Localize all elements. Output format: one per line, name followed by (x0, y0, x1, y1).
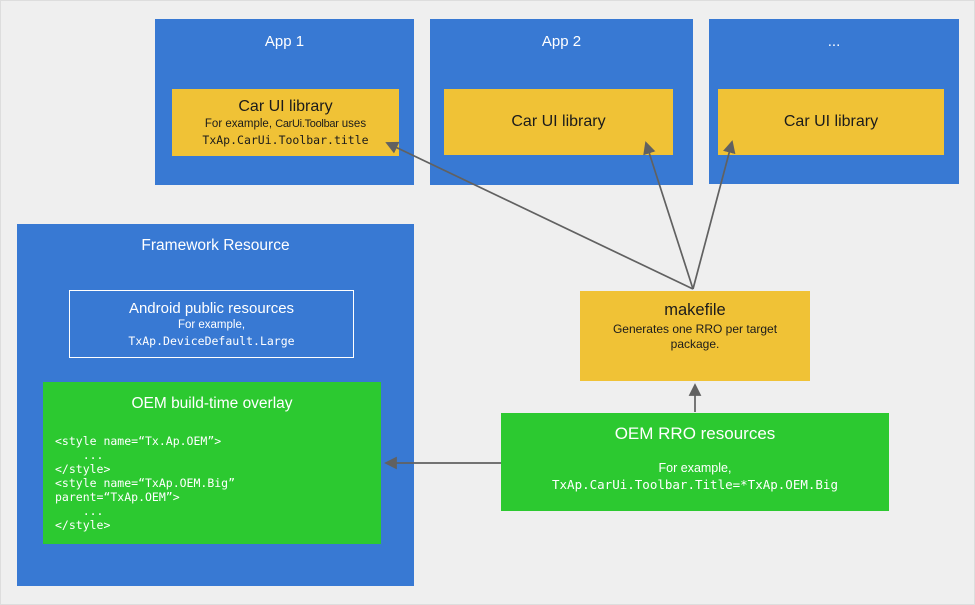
framework-resource-box: Framework Resource Android public resour… (17, 224, 414, 586)
car-ui-library-title: Car UI library (238, 98, 333, 115)
app-ellipsis-title: ... (827, 33, 841, 50)
oem-rro-example-label: For example, (658, 461, 732, 475)
car-ui-library-title: Car UI library (783, 113, 879, 130)
car-ui-library-example-line: For example, CarUi.Toolbar uses (204, 118, 367, 130)
framework-resource-title: Framework Resource (141, 237, 290, 254)
car-ui-library-title: Car UI library (511, 113, 606, 130)
makefile-box: makefile Generates one RRO per target pa… (580, 291, 810, 381)
app-ellipsis-car-ui-library-box: Car UI library (718, 89, 944, 155)
code-line: ... (55, 448, 104, 462)
oem-rro-resources-box: OEM RRO resources For example, TxAp.CarU… (501, 413, 889, 511)
oem-rro-example-code: TxAp.CarUi.Toolbar.Title=*TxAp.OEM.Big (552, 477, 838, 492)
android-public-resources-box: Android public resources For example, Tx… (69, 290, 354, 358)
code-line: </style> (55, 462, 111, 476)
app-ellipsis-box: ... Car UI library (709, 19, 959, 184)
android-public-resources-example-code: TxAp.DeviceDefault.Large (128, 334, 295, 348)
app1-title: App 1 (264, 33, 305, 50)
app1-car-ui-library-box: Car UI library For example, CarUi.Toolba… (172, 89, 399, 156)
car-ui-library-example-code: TxAp.CarUi.Toolbar.title (202, 133, 369, 147)
oem-rro-resources-title: OEM RRO resources (614, 424, 776, 443)
android-public-resources-example-label: For example, (177, 319, 246, 331)
app2-car-ui-library-box: Car UI library (444, 89, 673, 155)
app2-title: App 2 (541, 33, 582, 50)
code-line: <style name=“Tx.Ap.OEM”> (55, 434, 222, 448)
oem-build-time-overlay-box: OEM build-time overlay <style name=“Tx.A… (43, 382, 381, 544)
android-public-resources-title: Android public resources (128, 300, 295, 317)
code-line: <style name=“TxAp.OEM.Big” (55, 476, 236, 490)
code-line: parent=“TxAp.OEM”> (55, 490, 180, 504)
inline-code: CarUi.Toolbar (275, 118, 339, 130)
makefile-subtitle: Generates one RRO per target package. (612, 322, 778, 351)
oem-build-time-overlay-title: OEM build-time overlay (131, 395, 293, 412)
code-line: </style> (55, 518, 111, 532)
app2-box: App 2 Car UI library (430, 19, 693, 185)
oem-overlay-code-block: <style name=“Tx.Ap.OEM”> ... </style> <s… (55, 434, 381, 532)
code-line: ... (55, 504, 104, 518)
app1-box: App 1 Car UI library For example, CarUi.… (155, 19, 414, 185)
makefile-title: makefile (664, 301, 726, 319)
